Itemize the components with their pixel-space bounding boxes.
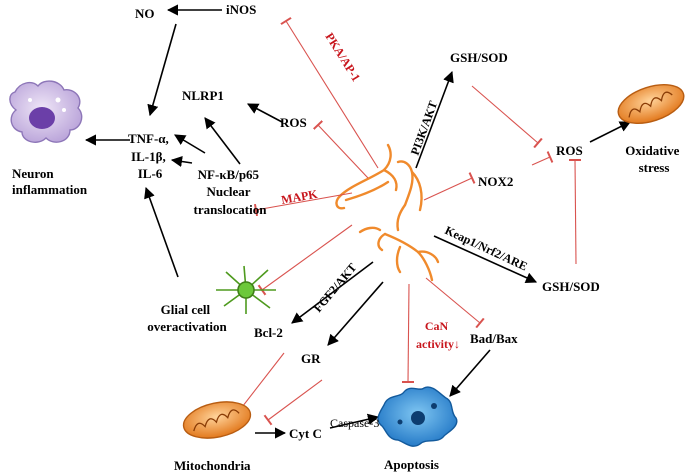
ros-left-label: ROS (280, 115, 307, 130)
cytokines-label: TNF-α, IL-1β, IL-6 (128, 131, 172, 181)
gr-label: GR (301, 351, 321, 366)
glial-label: Glial cell overactivation (147, 302, 227, 334)
inflamed-neuron-cell-icon (9, 80, 83, 143)
can-activity-label: CaN activity↓ (416, 319, 460, 351)
nfkb-label: NF-κB/p65 Nuclear translocation (194, 167, 268, 217)
bad-bax-label: Bad/Bax (470, 331, 518, 346)
caspase-3-label: Caspase-3 (330, 416, 379, 430)
neuron-inflammation-label: Neuron inflammation (12, 166, 88, 197)
oxidative-stress-label: Oxidative stress (625, 143, 682, 175)
no-label: NO (135, 6, 155, 21)
nox2-label: NOX2 (478, 174, 513, 189)
gsh-sod-bottom-label: GSH/SOD (542, 279, 600, 294)
pi3k-akt-label: PI3K/AKT (408, 99, 441, 157)
fgf2-akt-label: FGF2/AKT (311, 260, 360, 314)
inhibition-lines (226, 16, 582, 426)
center-compound-icon (335, 143, 440, 282)
apoptosis-label: Apoptosis (384, 457, 439, 472)
apoptotic-cell-icon (377, 386, 458, 447)
mitochondria-icon (182, 401, 252, 439)
bcl2-label: Bcl-2 (254, 325, 283, 340)
nlrp1-label: NLRP1 (182, 88, 224, 103)
node-labels: NO iNOS NLRP1 ROS TNF-α, IL-1β, IL-6 Neu… (12, 2, 682, 473)
mitochondria-label: Mitochondria (174, 458, 251, 473)
keap1-nrf2-are-label: Keap1/Nrf2/ARE (443, 223, 530, 273)
inos-label: iNOS (226, 2, 256, 17)
activation-arrows (84, 4, 632, 439)
cyt-c-label: Cyt C (289, 426, 322, 441)
mapk-label: MAPK (280, 187, 319, 207)
gsh-sod-top-label: GSH/SOD (450, 50, 508, 65)
ros-right-label: ROS (556, 143, 583, 158)
glial-cell-icon (216, 265, 276, 314)
pka-ap1-label: PKA/AP-1 (322, 30, 363, 84)
pathway-labels: PKA/AP-1 MAPK PI3K/AKT Keap1/Nrf2/ARE FG… (280, 30, 530, 430)
mitochondria-oxidative-icon (617, 84, 685, 124)
